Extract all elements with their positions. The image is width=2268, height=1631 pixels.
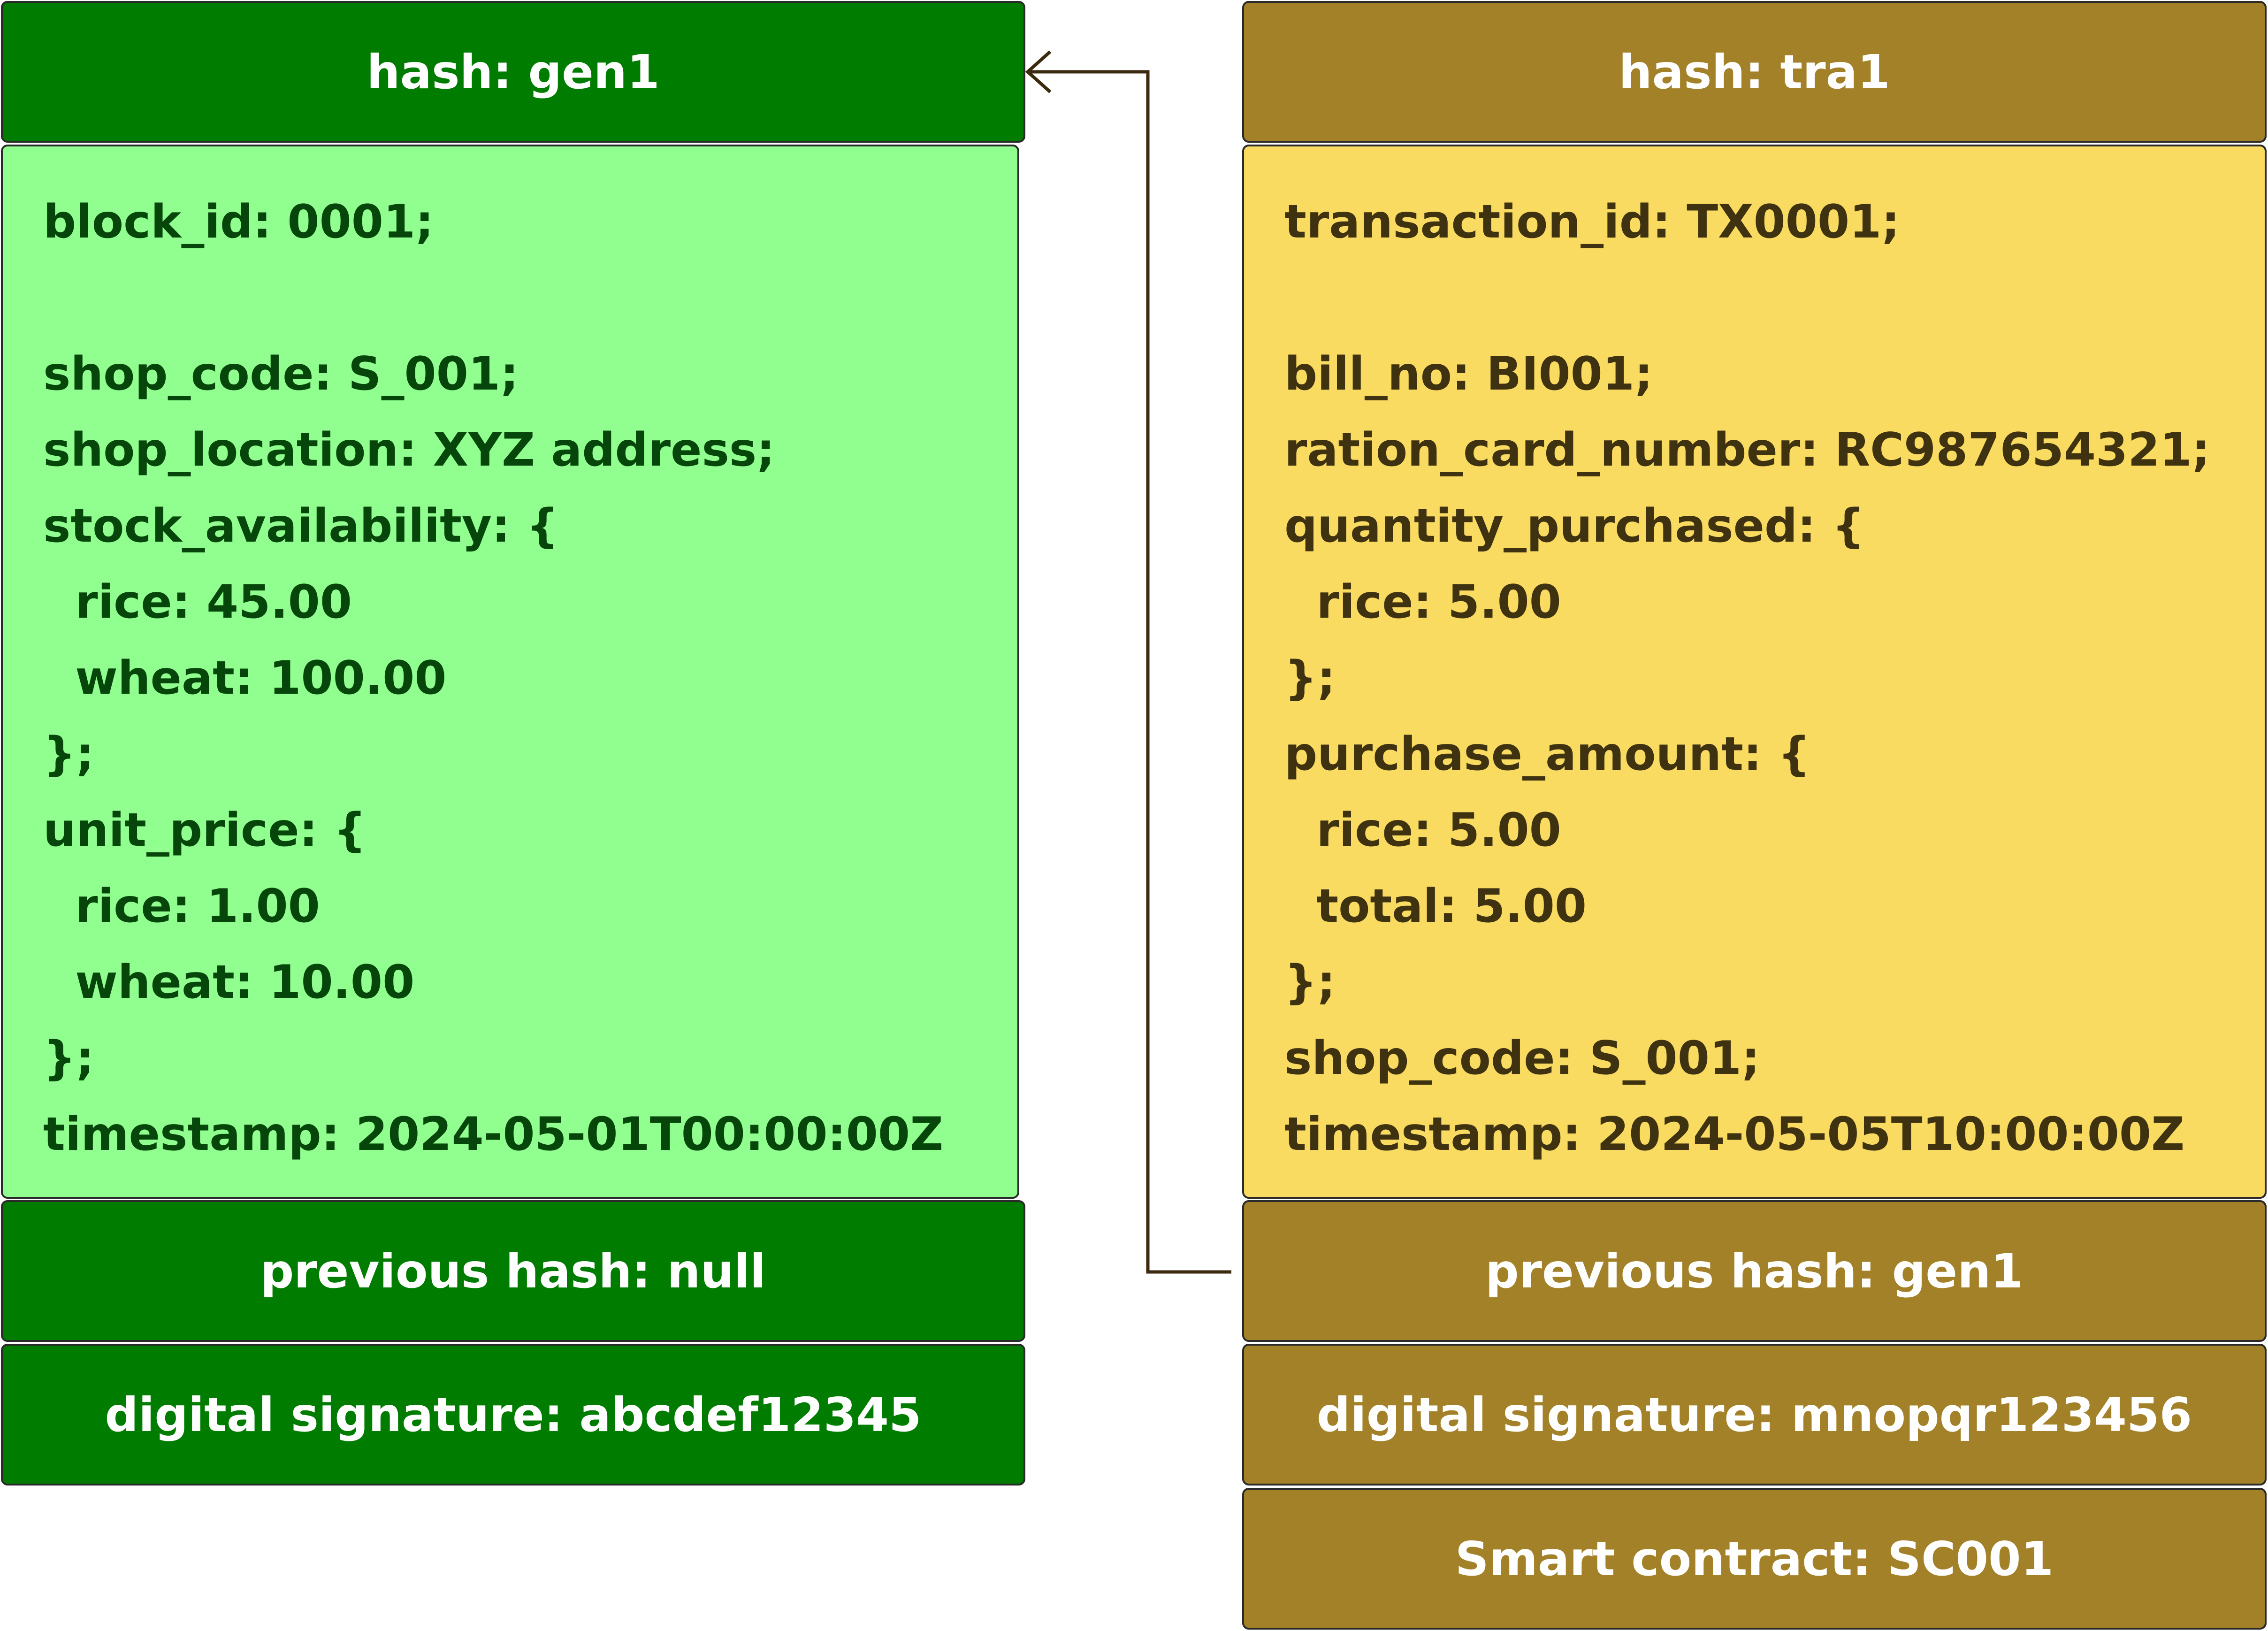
transaction-smart-contract-label: Smart contract: SC001 [1455, 1531, 2054, 1586]
genesis-previous-hash-label: previous hash: null [260, 1243, 766, 1299]
transaction-signature-label: digital signature: mnopqr123456 [1316, 1387, 2192, 1442]
transaction-data-panel: transaction_id: TX0001; bill_no: BI001; … [1242, 145, 2267, 1199]
genesis-hash-header: hash: gen1 [1, 1, 1025, 143]
transaction-hash-header: hash: tra1 [1242, 1, 2267, 143]
transaction-line-9: total: 5.00 [1284, 880, 1587, 933]
transaction-line-8: rice: 5.00 [1284, 804, 1561, 857]
hash-link-arrowhead [1025, 50, 1052, 93]
transaction-line-7: purchase_amount: { [1284, 727, 1811, 781]
genesis-data-panel: block_id: 0001; shop_code: S_001; shop_l… [1, 145, 1019, 1199]
hash-link-line [1028, 70, 1231, 1274]
genesis-line-6: wheat: 100.00 [43, 651, 447, 705]
transaction-previous-hash-bar: previous hash: gen1 [1242, 1200, 2267, 1342]
genesis-signature-label: digital signature: abcdef12345 [105, 1387, 922, 1442]
genesis-line-12: timestamp: 2024-05-01T00:00:00Z [43, 1108, 944, 1161]
genesis-line-2: shop_code: S_001; [43, 347, 519, 401]
genesis-line-8: unit_price: { [43, 804, 367, 857]
transaction-smart-contract-bar: Smart contract: SC001 [1242, 1488, 2267, 1630]
transaction-line-2: bill_no: BI001; [1284, 347, 1653, 401]
transaction-hash-label: hash: tra1 [1619, 44, 1890, 100]
genesis-previous-hash-bar: previous hash: null [1, 1200, 1025, 1342]
genesis-line-3: shop_location: XYZ address; [43, 423, 775, 477]
genesis-line-0: block_id: 0001; [43, 195, 434, 249]
transaction-line-5: rice: 5.00 [1284, 575, 1561, 629]
transaction-line-12: timestamp: 2024-05-05T10:00:00Z [1284, 1108, 2185, 1161]
transaction-line-6: }; [1284, 651, 1336, 705]
transaction-line-11: shop_code: S_001; [1284, 1032, 1760, 1085]
genesis-line-4: stock_availability: { [43, 499, 559, 553]
genesis-line-10: wheat: 10.00 [43, 956, 415, 1009]
genesis-signature-bar: digital signature: abcdef12345 [1, 1344, 1025, 1486]
transaction-previous-hash-label: previous hash: gen1 [1485, 1243, 2024, 1299]
transaction-line-0: transaction_id: TX0001; [1284, 195, 1900, 249]
genesis-line-5: rice: 45.00 [43, 575, 352, 629]
genesis-hash-label: hash: gen1 [367, 44, 660, 100]
transaction-line-3: ration_card_number: RC987654321; [1284, 423, 2210, 477]
transaction-signature-bar: digital signature: mnopqr123456 [1242, 1344, 2267, 1486]
transaction-line-10: }; [1284, 956, 1336, 1009]
genesis-line-9: rice: 1.00 [43, 880, 320, 933]
genesis-line-11: }; [43, 1032, 94, 1085]
transaction-line-4: quantity_purchased: { [1284, 499, 1865, 553]
genesis-line-7: }; [43, 727, 94, 781]
